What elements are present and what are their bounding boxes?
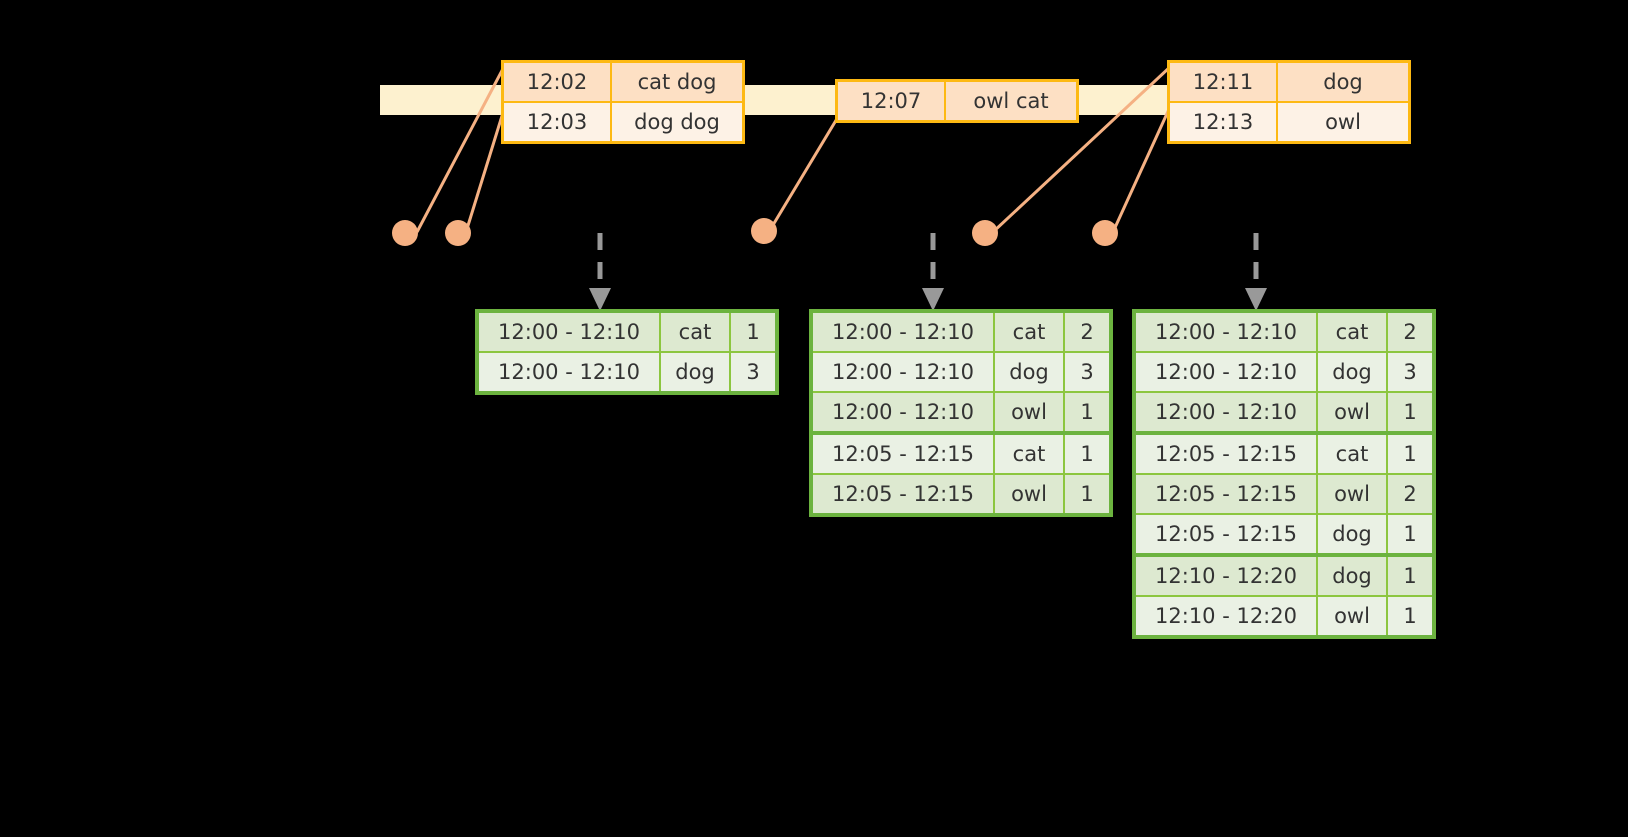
table-row: 12:00 - 12:10 owl 1 [1133, 391, 1435, 434]
event-row: 12:07 owl cat [835, 79, 1079, 123]
result-window: 12:05 - 12:15 [1133, 513, 1318, 556]
event-words: cat dog [610, 60, 745, 103]
connector-line-2 [464, 102, 508, 233]
table-row: 12:00 - 12:10 dog 3 [1133, 351, 1435, 393]
result-window: 12:05 - 12:15 [1133, 431, 1318, 475]
event-box-2: 12:07 owl cat [835, 79, 1079, 123]
result-window: 12:05 - 12:15 [810, 431, 995, 475]
result-word: dog [1316, 351, 1388, 393]
table-row: 12:10 - 12:20 owl 1 [1133, 595, 1435, 638]
event-box-3: 12:11 dog 12:13 owl [1167, 60, 1411, 144]
table-row: 12:05 - 12:15 cat 1 [1133, 431, 1435, 475]
connector-line-5 [1111, 106, 1172, 233]
result-table-1: 12:00 - 12:10 cat 1 12:00 - 12:10 dog 3 [475, 309, 779, 395]
result-window: 12:00 - 12:10 [810, 310, 995, 353]
table-row: 12:05 - 12:15 cat 1 [810, 431, 1112, 475]
result-count: 1 [1063, 431, 1112, 475]
table-row: 12:05 - 12:15 owl 1 [810, 473, 1112, 516]
result-word: cat [1316, 431, 1388, 475]
event-row: 12:13 owl [1167, 101, 1411, 144]
connector-dot-5 [1092, 220, 1118, 246]
result-count: 3 [729, 351, 778, 394]
result-table-3: 12:00 - 12:10 cat 2 12:00 - 12:10 dog 3 … [1132, 309, 1436, 639]
result-word: dog [1316, 553, 1388, 597]
result-count: 2 [1386, 473, 1435, 515]
event-words: dog dog [610, 101, 745, 144]
table-row: 12:05 - 12:15 owl 2 [1133, 473, 1435, 515]
result-count: 2 [1386, 310, 1435, 353]
result-count: 1 [1063, 391, 1112, 434]
connector-dot-1 [392, 220, 418, 246]
result-window: 12:10 - 12:20 [1133, 595, 1318, 638]
event-time: 12:02 [501, 60, 612, 103]
connector-line-3 [768, 116, 840, 231]
connector-dot-3 [751, 218, 777, 244]
result-word: cat [993, 431, 1065, 475]
event-words: dog [1276, 60, 1411, 103]
result-word: dog [1316, 513, 1388, 556]
table-row: 12:00 - 12:10 dog 3 [476, 351, 778, 394]
result-count: 1 [1386, 391, 1435, 434]
result-window: 12:10 - 12:20 [1133, 553, 1318, 597]
flow-arrow-3 [1245, 233, 1267, 311]
result-word: owl [1316, 391, 1388, 434]
result-count: 1 [1386, 595, 1435, 638]
result-window: 12:00 - 12:10 [476, 351, 661, 394]
table-row: 12:00 - 12:10 cat 2 [810, 310, 1112, 353]
table-row: 12:00 - 12:10 cat 1 [476, 310, 778, 353]
result-window: 12:00 - 12:10 [810, 391, 995, 434]
result-window: 12:00 - 12:10 [1133, 391, 1318, 434]
result-window: 12:00 - 12:10 [476, 310, 661, 353]
event-time: 12:11 [1167, 60, 1278, 103]
result-window: 12:00 - 12:10 [1133, 351, 1318, 393]
result-count: 1 [1386, 431, 1435, 475]
event-box-1: 12:02 cat dog 12:03 dog dog [501, 60, 745, 144]
result-window: 12:00 - 12:10 [1133, 310, 1318, 353]
table-row: 12:00 - 12:10 dog 3 [810, 351, 1112, 393]
event-time: 12:13 [1167, 101, 1278, 144]
table-row: 12:00 - 12:10 owl 1 [810, 391, 1112, 434]
result-word: cat [993, 310, 1065, 353]
result-count: 3 [1063, 351, 1112, 393]
result-window: 12:00 - 12:10 [810, 351, 995, 393]
connector-dot-4 [972, 220, 998, 246]
result-word: dog [993, 351, 1065, 393]
connector-dot-2 [445, 220, 471, 246]
event-time: 12:07 [835, 79, 946, 123]
result-word: owl [1316, 595, 1388, 638]
table-row: 12:05 - 12:15 dog 1 [1133, 513, 1435, 556]
result-word: owl [1316, 473, 1388, 515]
flow-arrow-1 [589, 233, 611, 311]
result-count: 1 [1386, 513, 1435, 556]
result-count: 2 [1063, 310, 1112, 353]
result-window: 12:05 - 12:15 [810, 473, 995, 516]
result-word: owl [993, 473, 1065, 516]
result-table-2: 12:00 - 12:10 cat 2 12:00 - 12:10 dog 3 … [809, 309, 1113, 517]
event-row: 12:11 dog [1167, 60, 1411, 103]
event-words: owl cat [944, 79, 1079, 123]
event-time: 12:03 [501, 101, 612, 144]
event-words: owl [1276, 101, 1411, 144]
event-row: 12:02 cat dog [501, 60, 745, 103]
result-word: cat [1316, 310, 1388, 353]
event-row: 12:03 dog dog [501, 101, 745, 144]
table-row: 12:10 - 12:20 dog 1 [1133, 553, 1435, 597]
flow-arrow-2 [922, 233, 944, 311]
result-count: 1 [729, 310, 778, 353]
result-count: 3 [1386, 351, 1435, 393]
table-row: 12:00 - 12:10 cat 2 [1133, 310, 1435, 353]
result-word: dog [659, 351, 731, 394]
result-count: 1 [1063, 473, 1112, 516]
result-count: 1 [1386, 553, 1435, 597]
result-word: owl [993, 391, 1065, 434]
result-window: 12:05 - 12:15 [1133, 473, 1318, 515]
result-word: cat [659, 310, 731, 353]
